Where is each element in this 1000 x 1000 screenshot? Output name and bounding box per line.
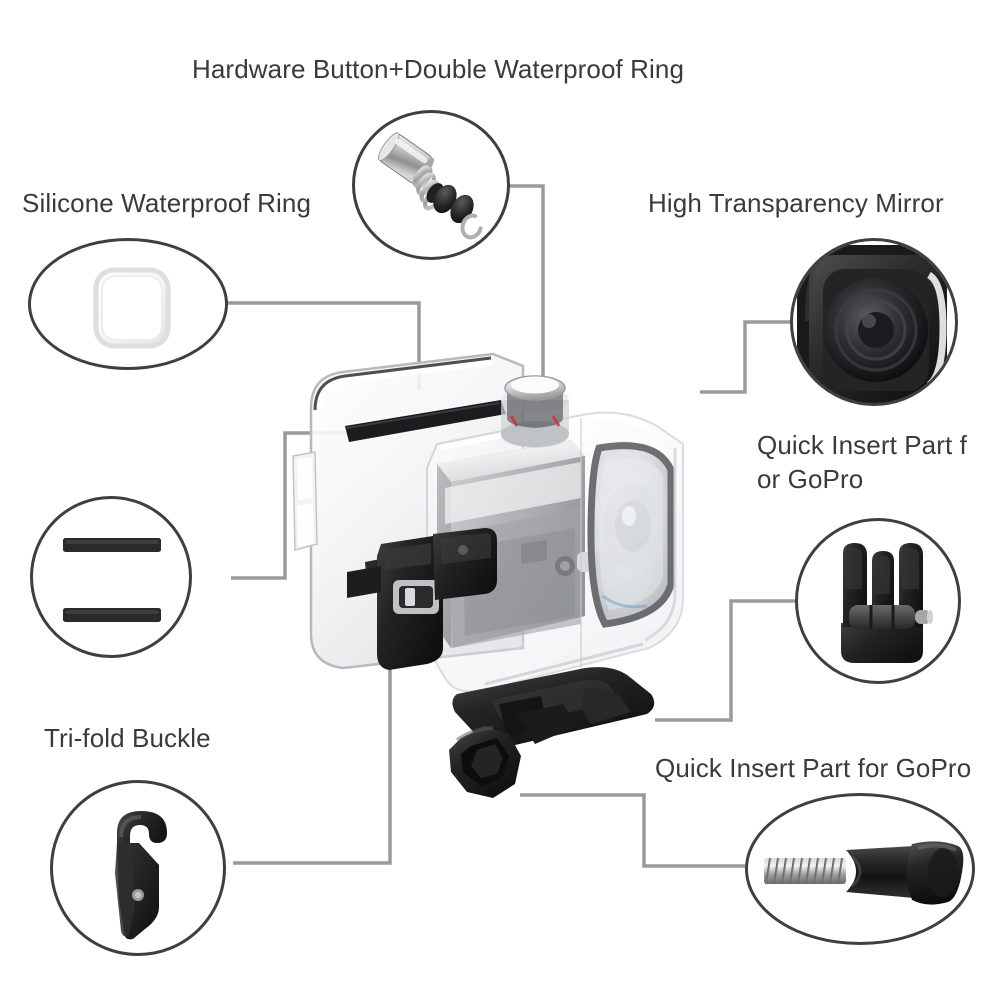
leader-line-mirror xyxy=(700,320,790,394)
two-dark-bars-icon xyxy=(63,538,161,622)
gopro-buckle-mount-icon xyxy=(841,543,933,663)
callout-high-transparency-mirror xyxy=(790,238,958,406)
screw-spring-orings-icon xyxy=(377,132,483,240)
callout-anti-slip-pads xyxy=(30,496,192,658)
callout-tri-fold-buckle xyxy=(50,780,226,956)
thumbscrew-knob xyxy=(449,726,521,798)
hook-latch-icon xyxy=(115,811,167,940)
base-mount xyxy=(449,667,655,798)
silicone-ring-icon xyxy=(93,267,171,349)
tri-fold-latch xyxy=(347,528,497,670)
callout-quick-insert-mount xyxy=(795,518,961,684)
thumbscrew-icon xyxy=(764,841,964,905)
label-quick-insert-part-thumbscrew: Quick Insert Part for GoPro xyxy=(655,753,972,783)
label-high-transparency-mirror: High Transparency Mirror xyxy=(648,188,944,218)
product-waterproof-case-with-camera xyxy=(292,352,684,798)
label-hardware-button: Hardware Button+Double Waterproof Ring xyxy=(192,54,685,84)
label-tri-fold-buckle: Tri-fold Buckle xyxy=(44,723,211,753)
camera-lens-module-icon xyxy=(797,245,947,403)
callout-hardware-button xyxy=(352,110,510,260)
callout-silicone-ring xyxy=(28,238,228,370)
case-front-shell xyxy=(426,411,684,693)
label-quick-insert-part-mount: Quick Insert Part f or GoPro xyxy=(757,430,967,494)
label-silicone-ring: Silicone Waterproof Ring xyxy=(22,188,312,218)
top-shutter-button xyxy=(501,375,569,448)
callout-thumbscrew xyxy=(745,793,975,945)
